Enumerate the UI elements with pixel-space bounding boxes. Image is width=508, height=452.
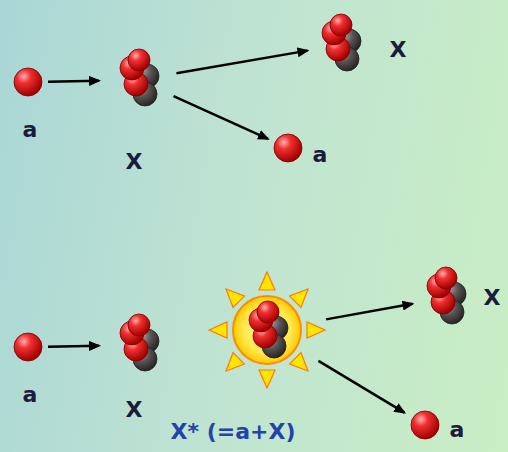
node-shape: [113, 314, 163, 376]
target-nucleus: X: [113, 49, 163, 111]
node-shape: [12, 66, 44, 98]
excited-glow: [233, 296, 301, 364]
projectile-particle: a: [12, 66, 44, 98]
sun-ray: [259, 370, 275, 388]
nucleon-sphere: [128, 49, 150, 71]
particle-label: a: [23, 383, 38, 407]
sun-ray: [290, 353, 308, 371]
nucleon-sphere: [274, 134, 302, 162]
node-shape: [315, 14, 365, 76]
target-nucleus: X: [113, 314, 163, 376]
node-shape: [409, 409, 441, 441]
target-nucleus: X: [315, 14, 365, 76]
particle-label: a: [23, 118, 38, 142]
target-nucleus: X: [420, 267, 470, 329]
particle-label: X: [126, 150, 143, 174]
compound-nucleus: X* (=a+X): [207, 270, 327, 390]
motion-arrow: [326, 304, 412, 320]
sun-ray: [259, 272, 275, 290]
node-shape: [272, 132, 304, 164]
projectile-particle: a: [12, 331, 44, 363]
particle-label: X: [126, 398, 143, 422]
node-shape: [207, 270, 327, 390]
particle-label: a: [450, 418, 465, 442]
particle-label: X: [484, 286, 501, 310]
nucleon-sphere: [330, 14, 352, 36]
motion-arrow: [176, 51, 307, 74]
particle-label: X: [390, 38, 407, 62]
nucleon-sphere: [128, 314, 150, 336]
node-shape: [420, 267, 470, 329]
node-shape: [12, 331, 44, 363]
motion-arrow: [48, 344, 99, 347]
projectile-particle: a: [409, 409, 441, 441]
sun-ray: [307, 322, 325, 338]
nucleon-sphere: [14, 68, 42, 96]
nucleon-sphere: [14, 333, 42, 361]
nucleon-sphere: [411, 411, 439, 439]
motion-arrow: [48, 79, 99, 82]
nucleon-sphere: [435, 267, 457, 289]
motion-arrow: [318, 361, 404, 413]
node-shape: [113, 49, 163, 111]
sun-ray: [209, 322, 227, 338]
projectile-particle: a: [272, 132, 304, 164]
sun-ray: [226, 289, 244, 307]
motion-arrow: [174, 96, 268, 139]
particle-label: a: [313, 143, 328, 167]
sun-ray: [290, 289, 308, 307]
nucleon-sphere: [257, 301, 279, 323]
particle-label: X* (=a+X): [171, 420, 296, 444]
sun-ray: [226, 353, 244, 371]
